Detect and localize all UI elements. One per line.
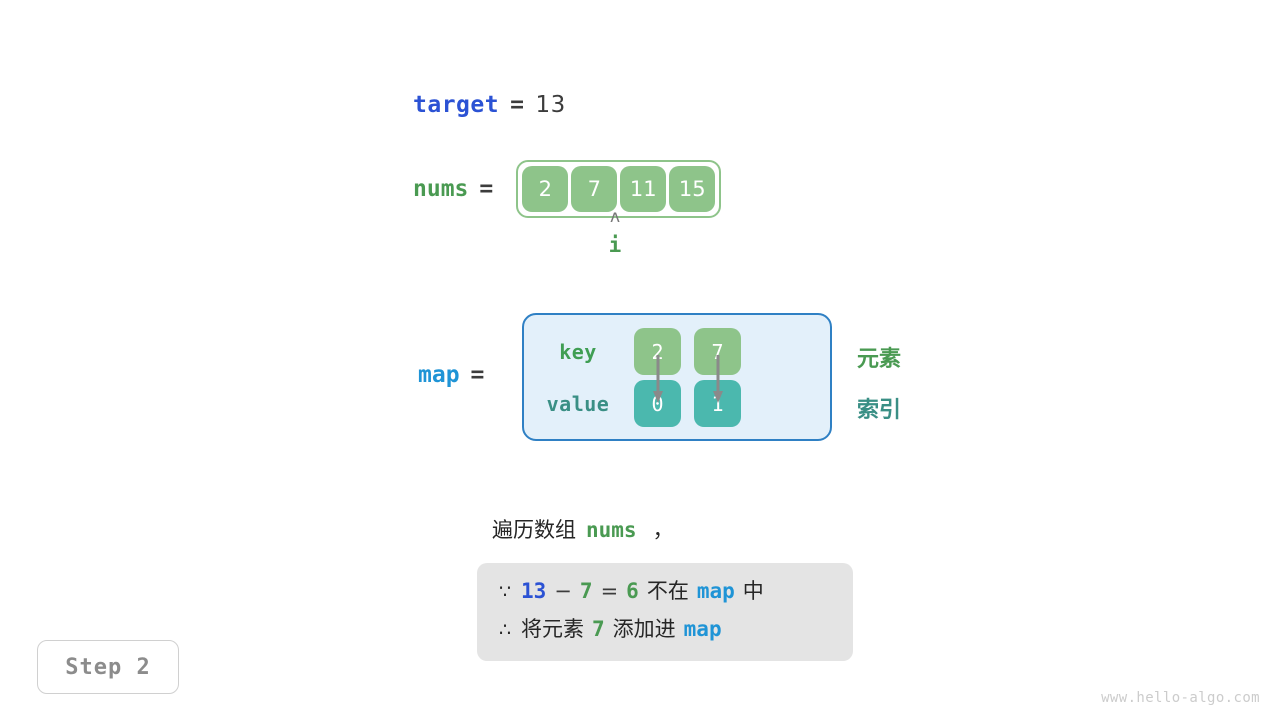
caption-line: 遍历数组 nums ， bbox=[492, 514, 674, 544]
target-label: target bbox=[413, 92, 500, 118]
info-1-middle-text: 不在 bbox=[646, 579, 689, 603]
nums-cell-1: 7 bbox=[571, 166, 618, 212]
caption-suffix: ， bbox=[652, 518, 674, 542]
nums-label: nums bbox=[413, 176, 469, 202]
caption-prefix: 遍历数组 bbox=[492, 518, 576, 542]
key-to-value-arrow-icon-0 bbox=[653, 355, 663, 403]
map-value-cells: 0 1 bbox=[634, 380, 741, 427]
info-1-equals: = bbox=[600, 579, 619, 603]
info-1-target: 13 bbox=[521, 579, 547, 603]
nums-cell-2: 11 bbox=[620, 166, 667, 212]
info-2-map: map bbox=[683, 617, 722, 641]
legend-element-label: 元素 bbox=[857, 347, 902, 372]
step-badge: Step 2 bbox=[37, 640, 179, 694]
caption-mono-nums: nums bbox=[586, 518, 637, 542]
info-2-element: 7 bbox=[592, 617, 605, 641]
info-row-2: ∴ 将元素 7 添加进 map bbox=[499, 611, 831, 649]
nums-cell-3: 15 bbox=[669, 166, 716, 212]
info-1-minus: − bbox=[554, 579, 572, 603]
map-key-row: key 2 7 bbox=[522, 328, 741, 375]
info-row-1: ∵ 13 − 7 = 6 不在 map 中 bbox=[499, 573, 831, 611]
pointer-caret-icon: ʌ bbox=[609, 207, 621, 227]
map-label: map bbox=[418, 362, 460, 388]
pointer-label: i bbox=[608, 233, 622, 257]
info-2-middle-text: 添加进 bbox=[612, 617, 676, 641]
legend-index-label: 索引 bbox=[857, 398, 902, 423]
target-row: target = 13 bbox=[413, 92, 566, 118]
info-box: ∵ 13 − 7 = 6 不在 map 中 ∴ 将元素 7 添加进 map bbox=[477, 563, 853, 661]
because-symbol-icon: ∵ bbox=[499, 581, 512, 603]
map-key-cell-0: 2 bbox=[634, 328, 681, 375]
map-label-group: map = bbox=[418, 362, 495, 388]
nums-row: nums = 2 7 11 15 bbox=[413, 160, 722, 218]
info-1-end-text: 中 bbox=[742, 579, 764, 603]
key-to-value-arrow-icon-1 bbox=[713, 355, 723, 403]
info-1-result: 6 bbox=[626, 579, 639, 603]
map-key-cells: 2 7 bbox=[634, 328, 741, 375]
info-2-prefix: 将元素 bbox=[521, 617, 584, 641]
map-value-label: value bbox=[546, 391, 610, 416]
nums-cell-0: 2 bbox=[522, 166, 569, 212]
map-equals: = bbox=[470, 362, 485, 388]
target-equals: = bbox=[510, 92, 525, 118]
info-1-operand: 7 bbox=[579, 579, 593, 603]
nums-equals: = bbox=[479, 176, 494, 202]
nums-label-group: nums = bbox=[413, 176, 504, 202]
nums-array: 2 7 11 15 bbox=[516, 160, 722, 218]
info-1-map: map bbox=[696, 579, 735, 603]
therefore-symbol-icon: ∴ bbox=[499, 619, 512, 641]
pointer-i-group: ʌ i bbox=[600, 208, 630, 258]
map-value-row: value 0 1 bbox=[522, 380, 741, 427]
watermark: www.hello-algo.com bbox=[1101, 690, 1260, 706]
target-value: 13 bbox=[535, 92, 566, 118]
map-key-label: key bbox=[559, 339, 597, 364]
